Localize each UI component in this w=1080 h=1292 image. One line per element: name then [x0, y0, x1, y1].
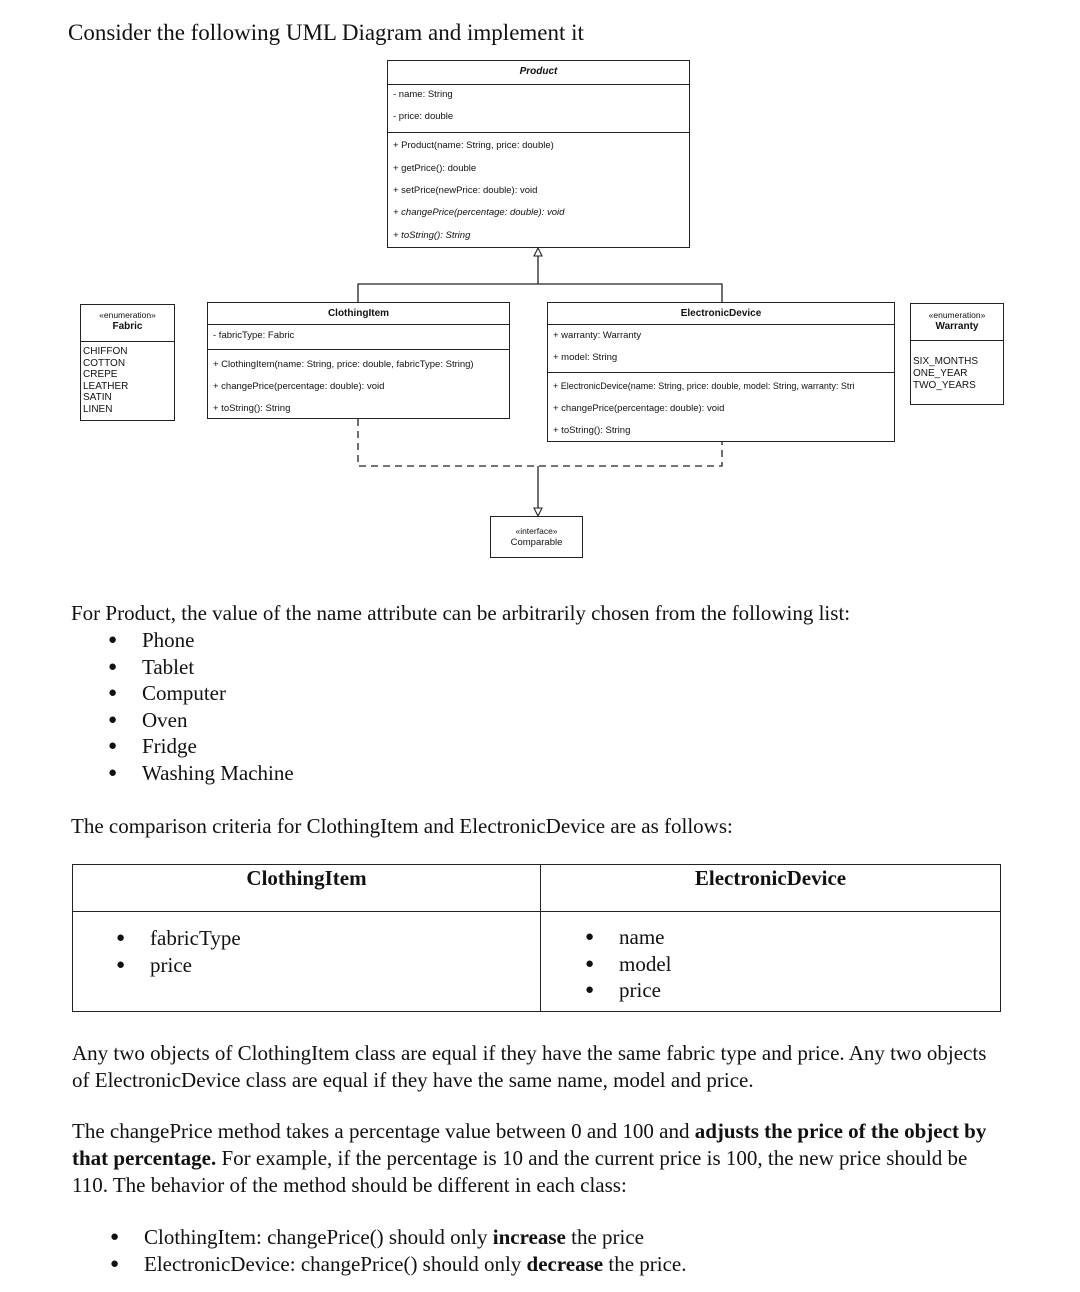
criteria-cell-electronic: name model price	[540, 911, 1001, 1012]
warranty-enum-value: TWO_YEARS	[913, 380, 976, 391]
page-heading: Consider the following UML Diagram and i…	[68, 20, 584, 45]
comparable-stereotype: «interface»	[515, 526, 558, 536]
clothing-item-attr-fabric: - fabricType: Fabric	[213, 330, 295, 341]
comparable-name: Comparable	[510, 537, 563, 548]
list-item: Fridge	[108, 733, 294, 760]
product-method-changeprice: + changePrice(percentage: double): void	[393, 207, 565, 218]
clothing-item-method-tostring: + toString(): String	[213, 403, 291, 414]
change-price-paragraph: The changePrice method takes a percentag…	[72, 1118, 1007, 1199]
electronic-device-method-constructor: + ElectronicDevice(name: String, price: …	[553, 381, 855, 391]
names-intro: For Product, the value of the name attri…	[71, 601, 851, 625]
names-list: Phone Tablet Computer Oven Fridge Washin…	[108, 627, 294, 786]
comparable-interface: «interface» Comparable	[490, 516, 583, 558]
warranty-enum-stereotype: «enumeration»	[928, 310, 986, 320]
product-method-getprice: + getPrice(): double	[393, 163, 477, 174]
fabric-enum-name: Fabric	[112, 321, 143, 332]
realization-arrowhead	[533, 507, 543, 518]
list-item: price	[585, 977, 999, 1004]
clothing-item-method-changeprice: + changePrice(percentage: double): void	[213, 381, 385, 392]
fabric-enum-value: LINEN	[83, 403, 113, 415]
behaviors-list: ClothingItem: changePrice() should only …	[110, 1224, 686, 1277]
product-attr-name: - name: String	[393, 89, 453, 100]
fabric-enum-value: CREPE	[83, 369, 118, 380]
change-price-text: The changePrice method takes a percentag…	[72, 1119, 695, 1143]
electronic-device-attr-warranty: + warranty: Warranty	[553, 330, 642, 341]
warranty-enum-value: SIX_MONTHS	[913, 356, 979, 367]
product-class-name: Product	[519, 66, 558, 77]
electronic-device-class: ElectronicDevice + warranty: Warranty + …	[547, 302, 895, 442]
list-item: Phone	[108, 627, 294, 654]
change-price-bold: adjusts the price of the object by that …	[72, 1119, 987, 1170]
equality-paragraph: Any two objects of ClothingItem class ar…	[72, 1041, 987, 1092]
clothing-item-class-name: ClothingItem	[327, 308, 390, 319]
list-item: name	[585, 924, 999, 951]
fabric-enum: «enumeration» Fabric CHIFFON COTTON CREP…	[80, 304, 175, 421]
fabric-enum-value: CHIFFON	[83, 346, 128, 357]
electronic-device-class-name: ElectronicDevice	[680, 308, 762, 319]
criteria-header-electronic: ElectronicDevice	[540, 864, 1001, 912]
clothing-item-class: ClothingItem - fabricType: Fabric + Clot…	[207, 302, 510, 419]
list-item: ClothingItem: changePrice() should only …	[110, 1224, 686, 1251]
product-class: Product - name: String - price: double +…	[387, 60, 690, 248]
list-item: Washing Machine	[108, 760, 294, 787]
electronic-device-attr-model: + model: String	[553, 352, 618, 363]
criteria-table: ClothingItem ElectronicDevice fabricType…	[72, 864, 1001, 1012]
list-item: Oven	[108, 707, 294, 734]
product-attr-price: - price: double	[393, 111, 454, 122]
list-item: fabricType	[116, 925, 539, 952]
list-item: model	[585, 951, 999, 978]
change-price-text: For example, if the percentage is 10 and…	[72, 1146, 968, 1197]
product-method-setprice: + setPrice(newPrice: double): void	[393, 185, 538, 196]
list-item: ElectronicDevice: changePrice() should o…	[110, 1251, 686, 1278]
fabric-enum-value: LEATHER	[83, 380, 129, 392]
warranty-enum-name: Warranty	[935, 321, 979, 332]
list-item: Computer	[108, 680, 294, 707]
fabric-enum-value: SATIN	[83, 392, 112, 403]
inheritance-arrowhead	[533, 246, 543, 257]
uml-connectors	[357, 246, 723, 518]
electronic-device-method-tostring: + toString(): String	[553, 425, 631, 436]
fabric-enum-value: COTTON	[83, 357, 126, 369]
criteria-header-clothing: ClothingItem	[72, 864, 541, 912]
warranty-enum-value: ONE_YEAR	[913, 368, 968, 379]
product-method-constructor: + Product(name: String, price: double)	[393, 140, 554, 151]
criteria-cell-clothing: fabricType price	[72, 911, 541, 1012]
electronic-device-method-changeprice: + changePrice(percentage: double): void	[553, 403, 725, 414]
product-method-tostring: + toString(): String	[393, 230, 471, 241]
fabric-enum-stereotype: «enumeration»	[99, 310, 156, 320]
list-item: price	[116, 952, 539, 979]
clothing-item-method-constructor: + ClothingItem(name: String, price: doub…	[213, 359, 474, 370]
list-item: Tablet	[108, 654, 294, 681]
warranty-enum: «enumeration» Warranty SIX_MONTHS ONE_YE…	[910, 303, 1004, 405]
criteria-intro: The comparison criteria for ClothingItem…	[71, 814, 733, 838]
